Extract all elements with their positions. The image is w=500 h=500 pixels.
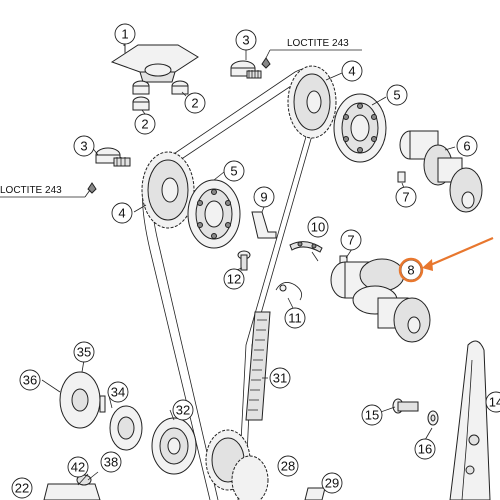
- svg-text:12: 12: [227, 272, 241, 287]
- sprocket-left: [141, 151, 195, 229]
- callout-3b: 3: [73, 135, 95, 157]
- callout-28: 28: [277, 455, 299, 477]
- callout-38: 38: [100, 451, 122, 473]
- callout-5a: 5: [386, 84, 408, 106]
- lower-bearing: [151, 417, 197, 475]
- callout-22: 22: [11, 477, 33, 499]
- svg-text:5: 5: [230, 164, 237, 179]
- callout-1: 1: [114, 23, 136, 45]
- svg-text:10: 10: [311, 220, 325, 235]
- svg-text:9: 9: [260, 190, 267, 205]
- svg-text:16: 16: [418, 442, 432, 457]
- callout-2a: 2: [134, 113, 156, 135]
- callout-35: 35: [73, 341, 95, 363]
- svg-text:3: 3: [80, 139, 87, 154]
- highlight-marker: [398, 236, 494, 283]
- svg-text:32: 32: [176, 403, 190, 418]
- loctite-label-left: LOCTITE 243: [0, 185, 91, 198]
- callout-15: 15: [361, 404, 383, 426]
- svg-text:LOCTITE 243: LOCTITE 243: [287, 38, 349, 49]
- bolt-15: [392, 398, 419, 414]
- bearing-left: [187, 179, 241, 249]
- svg-text:2: 2: [191, 96, 198, 111]
- lower-disc: [59, 371, 106, 429]
- lower-parts: [43, 474, 326, 500]
- pin-upper: [397, 171, 406, 183]
- leader-lines: [41, 44, 456, 486]
- loctite-label-top: LOCTITE 243: [265, 38, 362, 59]
- svg-text:5: 5: [393, 88, 400, 103]
- svg-text:7: 7: [402, 190, 409, 205]
- svg-text:4: 4: [118, 206, 125, 221]
- dowel-pins: [132, 80, 189, 111]
- spring: [275, 282, 303, 301]
- callout-2b: 2: [184, 92, 206, 114]
- bearing-top: [333, 93, 387, 163]
- callout-7b: 7: [340, 229, 362, 251]
- svg-text:7: 7: [347, 233, 354, 248]
- callout-4b: 4: [111, 202, 133, 224]
- svg-text:34: 34: [111, 385, 125, 400]
- svg-text:11: 11: [288, 311, 302, 326]
- svg-text:36: 36: [23, 373, 37, 388]
- camshaft-intake: [330, 258, 431, 343]
- sprocket-top: [287, 65, 337, 139]
- svg-text:6: 6: [463, 139, 470, 154]
- callout-12: 12: [223, 268, 245, 290]
- callout-42: 42: [67, 456, 89, 478]
- svg-text:14: 14: [489, 395, 500, 410]
- callout-7a: 7: [395, 186, 417, 208]
- svg-text:35: 35: [77, 345, 91, 360]
- svg-text:22: 22: [15, 481, 29, 496]
- spring-clip: [289, 241, 323, 253]
- svg-text:15: 15: [365, 408, 379, 423]
- callout-5b: 5: [223, 160, 245, 182]
- svg-text:2: 2: [141, 117, 148, 132]
- svg-text:42: 42: [71, 460, 85, 475]
- svg-text:29: 29: [325, 476, 339, 491]
- svg-text:38: 38: [104, 455, 118, 470]
- svg-text:8: 8: [407, 263, 414, 278]
- svg-text:3: 3: [242, 33, 249, 48]
- shaft-pin: [251, 211, 277, 239]
- callout-11: 11: [284, 307, 306, 329]
- callout-32: 32: [172, 399, 194, 421]
- callout-3a: 3: [235, 29, 257, 51]
- chain-guide-rail: [245, 311, 271, 421]
- callout-4a: 4: [341, 60, 363, 82]
- washer-16: [427, 410, 439, 426]
- chain-guide-right: [449, 340, 491, 500]
- bolt-left: [87, 147, 131, 194]
- callout-34: 34: [107, 381, 129, 403]
- camshaft-exhaust: [399, 130, 483, 213]
- callout-31: 31: [269, 367, 291, 389]
- callout-16: 16: [414, 438, 436, 460]
- svg-text:1: 1: [121, 27, 128, 42]
- bolt-top: [230, 57, 271, 79]
- callout-6: 6: [456, 135, 478, 157]
- callout-29: 29: [321, 472, 343, 494]
- callout-9: 9: [253, 186, 275, 208]
- callout-36: 36: [19, 369, 41, 391]
- svg-text:28: 28: [281, 459, 295, 474]
- svg-text:31: 31: [273, 371, 287, 386]
- lower-bushing: [109, 405, 143, 451]
- callout-14: 14: [485, 391, 500, 413]
- callout-10: 10: [307, 216, 329, 238]
- bolt-12: [237, 250, 251, 271]
- svg-text:LOCTITE 243: LOCTITE 243: [0, 185, 62, 196]
- svg-text:4: 4: [348, 64, 355, 79]
- lower-sprocket: [205, 429, 269, 500]
